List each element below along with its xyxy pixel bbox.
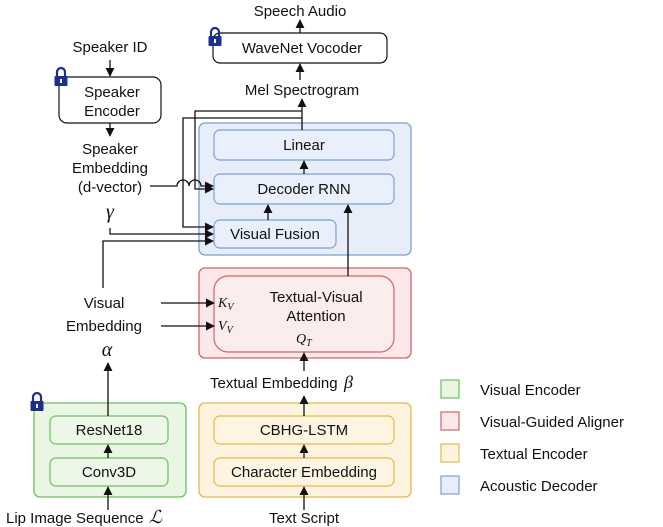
textual-visual-attention-label-1: Textual-Visual: [269, 289, 362, 306]
resnet18-label: ResNet18: [76, 422, 143, 439]
legend-label-acoustic-decoder: Acoustic Decoder: [480, 478, 598, 495]
legend-swatch-visual-encoder: [440, 379, 460, 399]
speaker-encoder-label-2: Encoder: [84, 103, 140, 120]
lock-icon: [29, 391, 45, 413]
edge-mel-feedback-decoder: [194, 110, 302, 194]
gamma-symbol: γ: [106, 201, 115, 223]
cbhg-lstm-label: CBHG-LSTM: [260, 422, 348, 439]
conv3d-label: Conv3D: [82, 464, 136, 481]
alpha-symbol: α: [102, 339, 113, 361]
speaker-embedding-label-3: (d-vector): [78, 179, 142, 196]
legend-label-visual-encoder: Visual Encoder: [480, 382, 581, 399]
mel-spectrogram-label: Mel Spectrogram: [245, 82, 359, 99]
legend-swatch-textual-encoder: [440, 443, 460, 463]
visual-fusion-label: Visual Fusion: [230, 226, 320, 243]
legend-swatch-aligner: [440, 411, 460, 431]
edge-speaker-decoder: [150, 179, 214, 191]
textual-visual-attention-label-2: Attention: [286, 308, 345, 325]
edge-gamma-fusion: [109, 228, 214, 239]
lock-icon: [53, 66, 69, 88]
beta-symbol: β: [343, 372, 353, 392]
text-script-label: Text Script: [269, 510, 340, 527]
wavenet-vocoder-label: WaveNet Vocoder: [242, 40, 362, 57]
vv-label: VV: [218, 319, 235, 336]
resnet18-box: [49, 415, 169, 445]
legend-label-aligner: Visual-Guided Aligner: [480, 414, 624, 431]
speaker-encoder-label-1: Speaker: [84, 84, 140, 101]
qt-label: QT: [296, 332, 313, 349]
visual-embedding-label-2: Embedding: [66, 318, 142, 335]
textual-visual-attention-box: [213, 275, 395, 353]
lock-icon: [207, 26, 223, 48]
legend: Visual Encoder Visual-Guided Aligner Tex…: [440, 379, 624, 495]
visual-embedding-label-1: Visual: [84, 295, 125, 312]
conv3d-box: [49, 457, 169, 487]
edge-mel-feedback-fusion: [182, 117, 302, 232]
visual-fusion-box: [213, 219, 337, 249]
speaker-id-label: Speaker ID: [72, 39, 147, 56]
legend-label-textual-encoder: Textual Encoder: [480, 446, 588, 463]
textual-embedding-label: Textual Embedding: [210, 375, 338, 392]
linear-box: [213, 129, 395, 161]
speaker-embedding-label-2: Embedding: [72, 160, 148, 177]
character-embedding-label: Character Embedding: [231, 464, 377, 481]
decoder-rnn-label: Decoder RNN: [257, 181, 350, 198]
speech-audio-label: Speech Audio: [254, 3, 347, 20]
linear-label: Linear: [283, 137, 325, 154]
legend-swatch-acoustic-decoder: [440, 475, 460, 495]
script-l-symbol: ℒ: [149, 507, 163, 527]
speaker-embedding-label-1: Speaker: [82, 141, 138, 158]
lip-image-sequence-label: Lip Image Sequence: [6, 510, 144, 527]
edge-visual-fusion: [102, 236, 214, 288]
kv-label: KV: [217, 296, 235, 313]
